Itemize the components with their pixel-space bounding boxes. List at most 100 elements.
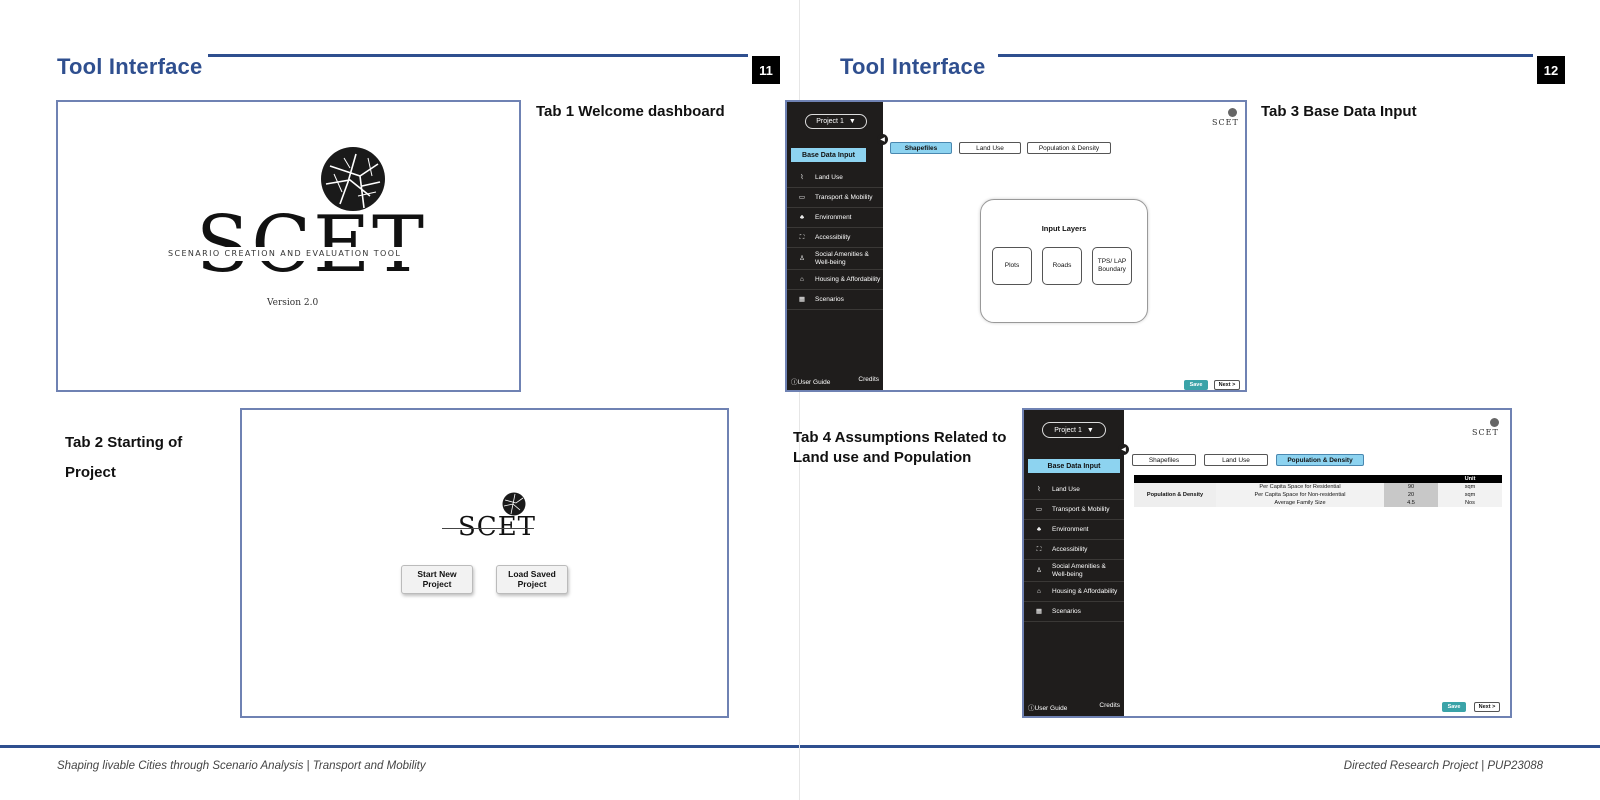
- layer-tps-lap-boundary[interactable]: TPS/ LAP Boundary: [1092, 247, 1132, 285]
- logo-globe-icon: [321, 147, 385, 211]
- title-rule: [998, 54, 1533, 57]
- nav-land-use[interactable]: ⌇Land Use: [1024, 480, 1124, 500]
- nav-base-data-input[interactable]: Base Data Input: [1028, 459, 1120, 473]
- page-spine: [799, 0, 800, 800]
- project-dropdown[interactable]: Project 1 ▼: [805, 114, 867, 129]
- scenarios-icon: ▦: [798, 295, 806, 303]
- scet-tagline: SCENARIO CREATION AND EVALUATION TOOL: [168, 249, 402, 258]
- info-icon: ⓘ: [791, 379, 798, 386]
- base-data-input-screenshot: Project 1 ▼ Base Data Input ⌇Land Use ▭T…: [785, 100, 1247, 392]
- nav-scenarios[interactable]: ▦Scenarios: [787, 290, 883, 310]
- load-saved-project-button[interactable]: Load Saved Project: [496, 565, 568, 594]
- nav-environment[interactable]: ♣Environment: [1024, 520, 1124, 540]
- nav-transport-mobility[interactable]: ▭Transport & Mobility: [1024, 500, 1124, 520]
- nav-housing-affordability[interactable]: ⌂Housing & Affordability: [787, 270, 883, 290]
- info-icon: ⓘ: [1028, 705, 1035, 712]
- tab2-caption: Tab 2 Starting of Project: [65, 434, 183, 481]
- tab-population-density[interactable]: Population & Density: [1027, 142, 1111, 154]
- credits-link[interactable]: Credits: [858, 376, 879, 383]
- mini-logo-text: SCET: [1472, 428, 1499, 437]
- chevron-down-icon: ▼: [1086, 426, 1094, 434]
- welcome-dashboard-screenshot: SCET SCENARIO CREATION AND EVALUATION TO…: [56, 100, 521, 392]
- left-page: Tool Interface 11 SCET SCENARIO CREATION…: [0, 54, 800, 772]
- group-label: Population & Density: [1134, 483, 1216, 507]
- table-row: Average Family Size 4.5 Nos: [1134, 499, 1502, 507]
- start-new-project-button[interactable]: Start New Project: [401, 565, 473, 594]
- save-button[interactable]: Save: [1442, 702, 1466, 712]
- tab-land-use[interactable]: Land Use: [1204, 454, 1268, 466]
- credits-link[interactable]: Credits: [1099, 702, 1120, 709]
- nav-land-use[interactable]: ⌇Land Use: [787, 168, 883, 188]
- sidebar-footer: ⓘUser Guide Credits: [1028, 702, 1120, 712]
- accessibility-icon: ⛶: [799, 233, 805, 241]
- tab-shapefiles[interactable]: Shapefiles: [890, 142, 952, 154]
- value-cell[interactable]: 90: [1384, 483, 1438, 491]
- tab4-caption: Tab 4 Assumptions Related to Land use an…: [793, 429, 1007, 467]
- bus-icon: ▭: [1035, 505, 1043, 513]
- project-dropdown[interactable]: Project 1 ▼: [1042, 422, 1106, 438]
- house-icon: ⌂: [800, 275, 804, 283]
- next-button[interactable]: Next >: [1214, 380, 1240, 390]
- land-use-icon: ⌇: [1037, 485, 1041, 493]
- footer-text: Directed Research Project | PUP23088: [1343, 760, 1543, 772]
- nav-social-amenities[interactable]: ♙Social Amenities & Well-being: [1024, 560, 1124, 582]
- house-icon: ⌂: [1037, 587, 1041, 595]
- mini-logo-globe-icon: [1228, 108, 1237, 117]
- page-title: Tool Interface: [840, 54, 986, 79]
- chevron-down-icon: ▼: [848, 118, 856, 125]
- table-header-row: Unit: [1134, 475, 1502, 483]
- page-number: 12: [1537, 56, 1565, 84]
- input-layers-panel: Input Layers Plots Roads TPS/ LAP Bounda…: [980, 199, 1148, 323]
- tab3-caption: Tab 3 Base Data Input: [1261, 103, 1417, 120]
- tab-population-density[interactable]: Population & Density: [1276, 454, 1364, 466]
- nav-housing-affordability[interactable]: ⌂Housing & Affordability: [1024, 582, 1124, 602]
- assumptions-screenshot: Project 1 ▼ Base Data Input ⌇Land Use ▭T…: [1022, 408, 1512, 718]
- title-rule: [208, 54, 748, 57]
- tree-icon: ♣: [799, 213, 805, 221]
- footer-rule: [0, 745, 800, 748]
- small-logo-globe-icon: [502, 492, 526, 516]
- project-label: Project 1: [1054, 426, 1082, 434]
- nav-environment[interactable]: ♣Environment: [787, 208, 883, 228]
- start-project-screenshot: SCET Start New Project Load Saved Projec…: [240, 408, 729, 718]
- layer-roads[interactable]: Roads: [1042, 247, 1082, 285]
- mini-logo-text: SCET: [1212, 118, 1239, 127]
- version-label: Version 2.0: [267, 298, 319, 308]
- value-cell[interactable]: 4.5: [1384, 499, 1438, 507]
- save-button[interactable]: Save: [1184, 380, 1208, 390]
- tab-land-use[interactable]: Land Use: [959, 142, 1021, 154]
- nav-base-data-input[interactable]: Base Data Input: [791, 148, 866, 162]
- collapse-sidebar-icon[interactable]: ◀: [877, 134, 888, 145]
- scenarios-icon: ▦: [1035, 607, 1043, 615]
- page-title: Tool Interface: [57, 54, 203, 79]
- nav-social-amenities[interactable]: ♙Social Amenities & Well-being: [787, 248, 883, 270]
- user-guide-link[interactable]: ⓘUser Guide: [791, 379, 831, 386]
- next-button[interactable]: Next >: [1474, 702, 1500, 712]
- bus-icon: ▭: [798, 193, 806, 201]
- tree-icon: ♣: [1036, 525, 1042, 533]
- user-guide-link[interactable]: ⓘUser Guide: [1028, 705, 1068, 712]
- tab-shapefiles[interactable]: Shapefiles: [1132, 454, 1196, 466]
- scet-logo-text: SCET: [196, 200, 427, 290]
- land-use-icon: ⌇: [800, 173, 804, 181]
- value-cell[interactable]: 20: [1384, 491, 1438, 499]
- footer-rule: [800, 745, 1600, 748]
- table-row: Population & Density Per Capita Space fo…: [1134, 483, 1502, 507]
- table-row: Per Capita Space for Non-residential 20 …: [1134, 491, 1502, 499]
- layer-plots[interactable]: Plots: [992, 247, 1032, 285]
- input-layers-title: Input Layers: [1041, 224, 1087, 233]
- nav-accessibility[interactable]: ⛶Accessibility: [1024, 540, 1124, 560]
- nav-accessibility[interactable]: ⛶Accessibility: [787, 228, 883, 248]
- collapse-sidebar-icon[interactable]: ◀: [1118, 444, 1129, 455]
- mini-logo-globe-icon: [1490, 418, 1499, 427]
- page-number: 11: [752, 56, 780, 84]
- people-icon: ♙: [1036, 566, 1042, 574]
- small-scet-logo-text: SCET: [458, 512, 537, 542]
- accessibility-icon: ⛶: [1036, 545, 1042, 553]
- nav-transport-mobility[interactable]: ▭Transport & Mobility: [787, 188, 883, 208]
- nav-scenarios[interactable]: ▦Scenarios: [1024, 602, 1124, 622]
- project-label: Project 1: [816, 118, 844, 125]
- assumptions-table: Unit Population & Density Per Capita Spa…: [1134, 475, 1502, 507]
- sidebar-footer: ⓘUser Guide Credits: [791, 376, 879, 386]
- footer-text: Shaping livable Cities through Scenario …: [57, 760, 426, 772]
